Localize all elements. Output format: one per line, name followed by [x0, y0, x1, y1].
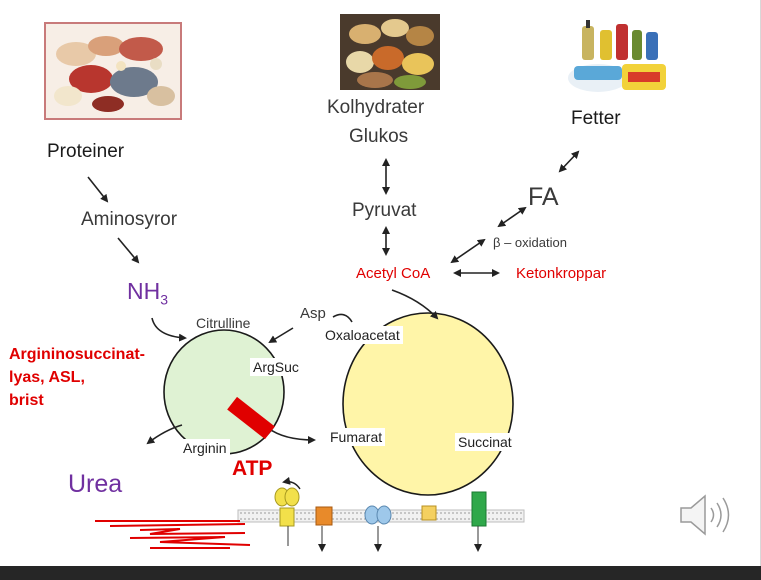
- fats-label: Fetter: [571, 108, 621, 129]
- arrow-aminoacids-to-nh3: [117, 237, 140, 264]
- complex-i: [274, 487, 300, 527]
- arrow-oxidation-acetylcoa: [450, 238, 486, 264]
- oxaloacetate-label: Oxaloacetat: [322, 326, 403, 344]
- arginine-label: Arginin: [180, 439, 230, 457]
- carbohydrates-label: Kolhydrater: [327, 97, 425, 118]
- bottom-bar: [0, 566, 761, 580]
- red-scribble-annotation: [95, 520, 251, 549]
- fat-foods-image: [560, 20, 672, 100]
- arrow-to-fumarate: [267, 427, 316, 444]
- arrow-fats-fa: [558, 150, 580, 173]
- complex-ii: [421, 505, 437, 521]
- amino-acids-label: Aminosyror: [81, 209, 178, 230]
- acetyl-coa-label: Acetyl CoA: [356, 265, 431, 282]
- asp-curve: [332, 313, 353, 323]
- arrow-nh3-into-urea-cycle: [151, 317, 187, 342]
- complex-iii: [315, 506, 333, 526]
- nh3-label: NH3: [127, 278, 169, 308]
- asl-deficiency-line1: Argininosuccinat-: [9, 346, 146, 363]
- citrulline-label: Citrulline: [196, 315, 251, 331]
- arrow-arginine-to-urea: [146, 424, 183, 445]
- pyruvate-label: Pyruvat: [352, 200, 417, 221]
- asp-label: Asp: [300, 305, 326, 322]
- argsuc-label: ArgSuc: [250, 358, 302, 376]
- fa-label: FA: [528, 183, 559, 211]
- carbohydrate-foods-image: [340, 14, 440, 90]
- enzyme-block-marker: [227, 396, 275, 440]
- ketone-bodies-label: Ketonkroppar: [516, 265, 607, 282]
- complex-iv: [364, 505, 392, 525]
- slide: Proteiner Kolhydrater Glukos Fetter Amin…: [9, 0, 761, 566]
- proteins-label: Proteiner: [47, 141, 125, 162]
- succinate-label: Succinat: [455, 433, 515, 451]
- protein-foods-image: [44, 22, 182, 120]
- beta-oxidation-label: β – oxidation: [493, 235, 567, 250]
- asl-deficiency-line2: lyas, ASL,: [9, 369, 85, 386]
- atp-label: ATP: [232, 457, 273, 480]
- arrow-acetylcoa-into-tca: [391, 289, 439, 320]
- fumarate-label: Fumarat: [327, 428, 386, 446]
- arrow-fa-oxidation: [497, 206, 527, 228]
- arrow-asp-to-argsuc: [268, 327, 294, 344]
- atp-synthase: [471, 491, 487, 527]
- arrow-atp: [282, 476, 301, 490]
- arrow-proteins-to-aminoacids: [87, 176, 109, 203]
- asl-deficiency-line3: brist: [9, 392, 44, 409]
- glucose-label: Glukos: [349, 126, 409, 147]
- urea-label: Urea: [68, 470, 123, 498]
- speaker-icon[interactable]: [675, 490, 741, 540]
